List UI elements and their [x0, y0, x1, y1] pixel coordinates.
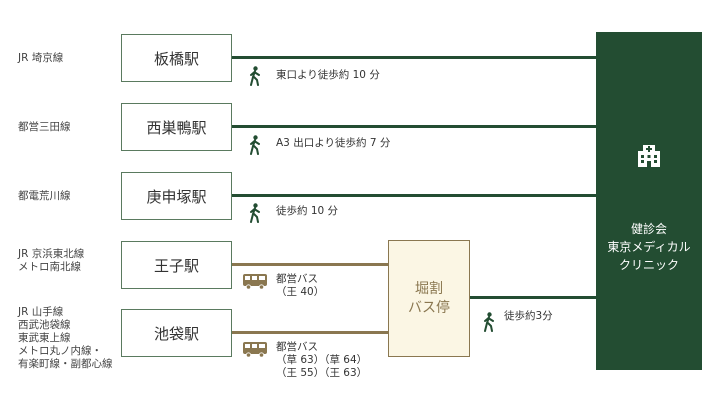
walk-note-itabashi: 東口より徒歩約 10 分	[276, 69, 380, 81]
route-line-bus-stop	[470, 296, 596, 299]
route-line-itabashi	[232, 56, 596, 59]
walking-person-icon	[250, 203, 260, 223]
bus-note-oji: 都営バス （王 40）	[276, 273, 325, 298]
bus-note-ikebukuro: 都営バス （草 63）（草 64） （王 55）（王 63）	[276, 341, 368, 379]
bus-route-oji	[232, 263, 388, 266]
bus-icon	[243, 342, 267, 358]
clinic-panel: 健診会 東京メディカル クリニック	[596, 32, 702, 370]
station-ikebukuro: 池袋駅	[121, 309, 232, 357]
walk-note-nishisugamo: A3 出口より徒歩約 7 分	[276, 137, 391, 149]
walk-note-koshinzuka: 徒歩約 10 分	[276, 205, 339, 217]
bus-stop-label: バス停	[408, 299, 450, 316]
bus-stop-name: 堀割	[415, 280, 443, 297]
clinic-name: 健診会 東京メディカル クリニック	[607, 222, 691, 272]
bus-route-ikebukuro	[232, 331, 388, 334]
station-itabashi: 板橋駅	[121, 34, 232, 82]
station-oji: 王子駅	[121, 241, 232, 289]
line-name-oji: JR 京浜東北線 メトロ南北線	[18, 248, 85, 273]
hospital-icon	[638, 145, 660, 167]
walk-note-bus-stop: 徒歩約3分	[504, 310, 553, 322]
route-line-nishisugamo	[232, 125, 596, 128]
station-koshinzuka: 庚申塚駅	[121, 172, 232, 220]
walking-person-icon	[250, 135, 260, 155]
route-line-koshinzuka	[232, 194, 596, 197]
line-name-ikebukuro: JR 山手線 西武池袋線 東武東上線 メトロ丸ノ内線・ 有楽町線・副都心線	[18, 306, 113, 370]
station-nishisugamo: 西巣鴨駅	[121, 103, 232, 151]
walking-person-icon	[250, 66, 260, 86]
line-name-arakawa: 都電荒川線	[18, 190, 71, 202]
bus-stop-horiwari: 堀割 バス停	[388, 240, 470, 357]
walking-person-icon	[484, 312, 494, 332]
bus-icon	[243, 274, 267, 290]
line-name-jr-saikyo: JR 埼京線	[18, 52, 64, 64]
line-name-mita: 都営三田線	[18, 121, 71, 133]
